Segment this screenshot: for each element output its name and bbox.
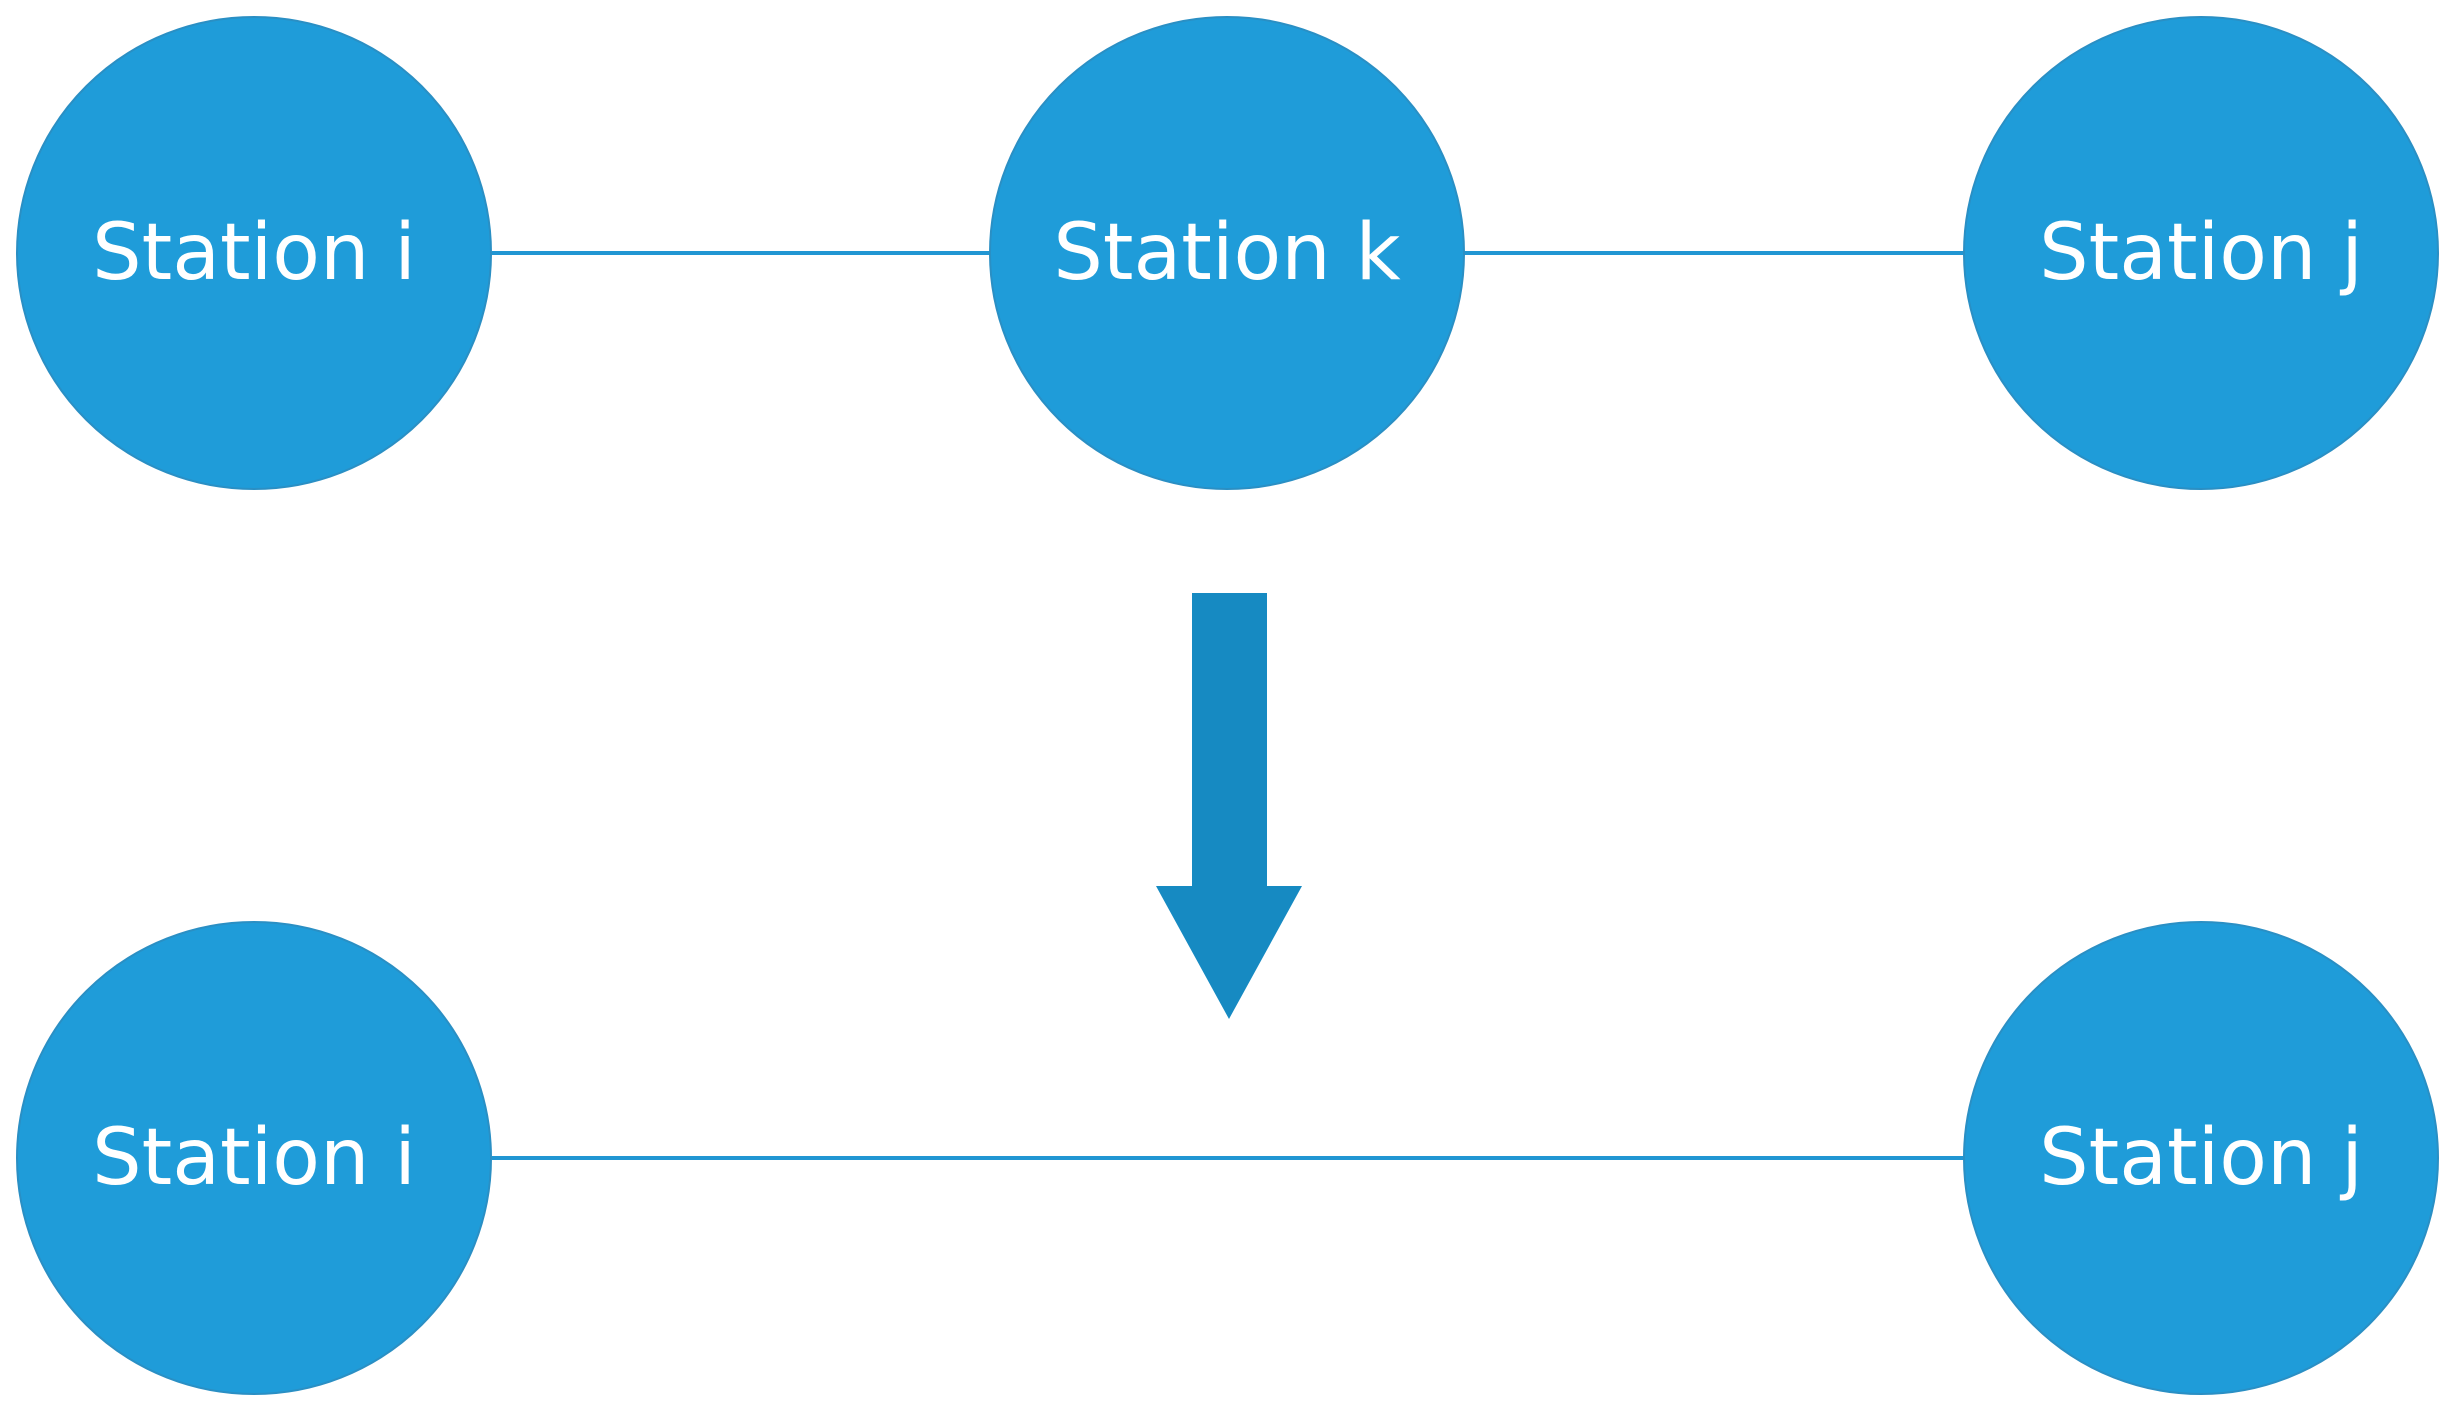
before-row: Station i Station k Station j xyxy=(16,16,2439,490)
node-after-station-j-label: Station j xyxy=(2039,1113,2363,1203)
node-before-station-j: Station j xyxy=(1963,16,2439,490)
node-after-station-j: Station j xyxy=(1963,921,2439,1395)
after-row: Station i Station j xyxy=(16,921,2439,1395)
node-before-station-i: Station i xyxy=(16,16,492,490)
arrow-down-icon xyxy=(1156,593,1302,1019)
node-after-station-i: Station i xyxy=(16,921,492,1395)
node-after-station-i-label: Station i xyxy=(92,1113,416,1203)
node-before-station-k-label: Station k xyxy=(1053,208,1400,298)
node-before-station-j-label: Station j xyxy=(2039,208,2363,298)
node-before-station-i-label: Station i xyxy=(92,208,416,298)
node-before-station-k: Station k xyxy=(989,16,1465,490)
